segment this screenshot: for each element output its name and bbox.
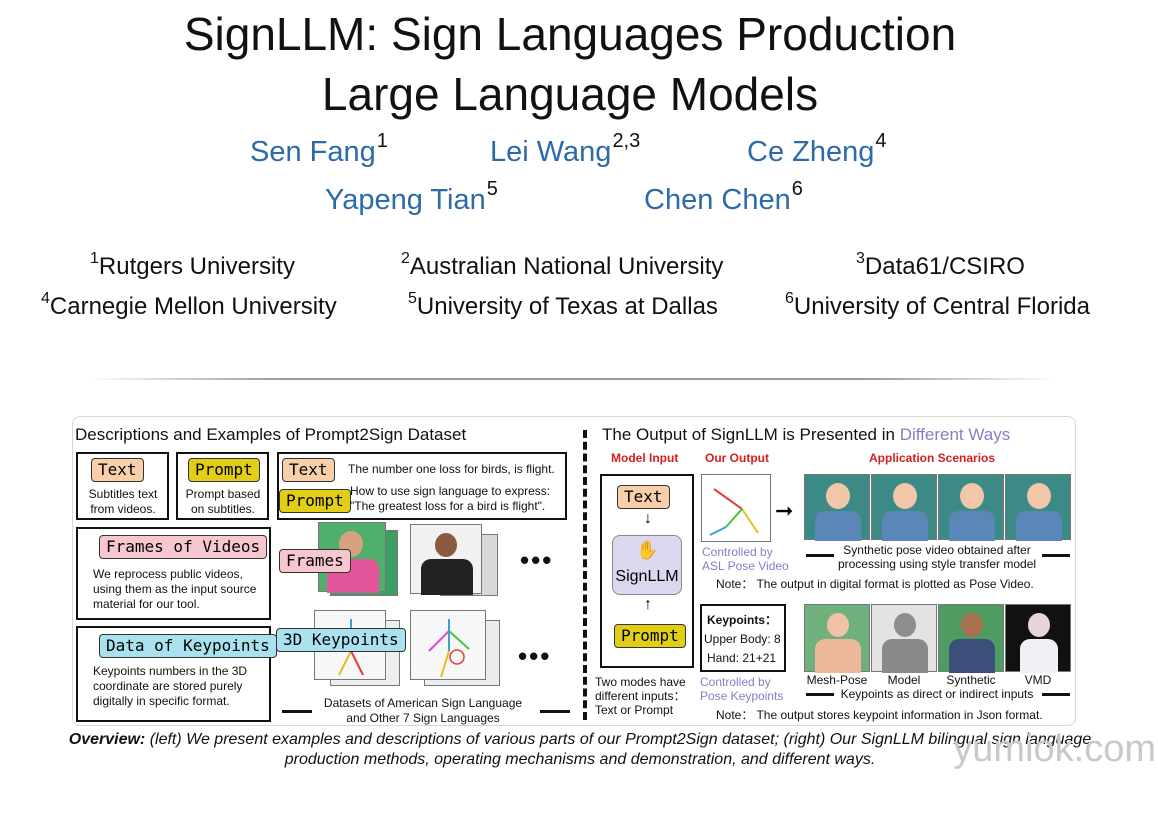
col-model-input: Model Input (611, 451, 679, 465)
hand-count: Hand: 21+21 (707, 651, 777, 665)
scene-label-4: VMD (1024, 673, 1052, 687)
range-bar-right (540, 710, 570, 713)
frames-short-tag: Frames (279, 549, 351, 573)
model-name: SignLLM (615, 568, 679, 585)
pose-skeleton-icon (709, 488, 759, 536)
controlled-asl-1: Controlled by (702, 545, 773, 559)
keypoints-desc: Keypoints numbers in the 3D coordinate a… (93, 664, 248, 708)
synthetic-bar-right (1042, 554, 1070, 557)
hands-icon: ✋ (636, 540, 659, 560)
figure-caption: Overview: (left) We present examples and… (68, 731, 1092, 768)
author-1: Sen Fang1 (250, 130, 388, 168)
keypoints-tag: Data of Keypoints (99, 634, 277, 658)
prompt-desc: Prompt based on subtitles. (185, 487, 261, 516)
arrow-up-icon: ↑ (644, 596, 652, 613)
arrow-down-icon: ↓ (644, 510, 652, 527)
section-divider (88, 378, 1058, 380)
text-example: The number one loss for birds, is flight… (348, 462, 555, 476)
synthetic-frame-1 (804, 474, 870, 541)
affiliation-2: 2Australian National University (401, 250, 724, 280)
affiliation-3: 3Data61/CSIRO (856, 250, 1025, 280)
modes-line-2: different inputs： (595, 689, 686, 703)
modes-line-3: Text or Prompt (595, 703, 674, 717)
video-frame-2 (410, 524, 482, 595)
inputs-bar-left (806, 693, 834, 696)
datasets-line-1: Datasets of American Sign Language (323, 696, 523, 710)
keypoint-frame-2 (410, 610, 486, 680)
keypoints-ellipsis: ••• (518, 641, 552, 671)
scene-vmd (1005, 604, 1071, 673)
synthetic-line-1: Synthetic pose video obtained after (843, 543, 1031, 557)
prompt-example-1: How to use sign language to express: (350, 484, 551, 498)
text-desc: Subtitles text from videos. (88, 487, 158, 516)
frames-desc: We reprocess public videos, using them a… (93, 567, 257, 611)
figure-divider (583, 430, 587, 720)
skeleton-icon (428, 619, 470, 678)
controlled-kp-1: Controlled by (700, 675, 771, 689)
prompt-example-2: "The greatest loss for a bird is flight"… (350, 499, 546, 513)
synthetic-frame-3 (938, 474, 1004, 541)
paper-title-line2: Large Language Models (321, 68, 819, 120)
datasets-line-2: and Other 7 Sign Languages (346, 711, 500, 725)
synthetic-bar-left (806, 554, 834, 557)
text-tag: Text (91, 458, 144, 482)
prompt-tag: Prompt (188, 458, 260, 482)
frames-ellipsis: ••• (520, 545, 554, 575)
paper-title-line1: SignLLM: Sign Languages Production (183, 8, 957, 60)
scene-synthetic (938, 604, 1004, 673)
right-figure-title: The Output of SignLLM is Presented in Di… (602, 425, 1011, 444)
note-digital: Note： The output in digital format is pl… (716, 577, 1034, 591)
author-4: Yapeng Tian5 (325, 178, 498, 216)
keypoints-output-box (700, 604, 786, 672)
scene-label-3: Synthetic (946, 673, 996, 687)
range-bar-left (282, 710, 312, 713)
modes-line-1: Two modes have (595, 675, 686, 689)
frames-tag: Frames of Videos (99, 535, 268, 559)
left-figure-title: Descriptions and Examples of Prompt2Sign… (75, 425, 467, 444)
signllm-model-box (612, 535, 682, 595)
keypoints-short-tag: 3D Keypoints (276, 628, 406, 652)
affiliation-4: 4Carnegie Mellon University (41, 290, 337, 320)
author-3: Ce Zheng4 (747, 130, 887, 168)
keypoints-head: Keypoints： (707, 613, 778, 627)
arrow-right-icon: ➞ (775, 498, 794, 523)
pose-video-frame (701, 474, 771, 542)
input-text-tag: Text (617, 485, 670, 509)
upper-body-count: Upper Body: 8 (704, 632, 781, 646)
watermark: yumiok.com (953, 728, 1156, 770)
col-our-output: Our Output (705, 451, 769, 465)
inputs-bar-right (1042, 693, 1070, 696)
scene-model (871, 604, 937, 673)
author-2: Lei Wang2,3 (490, 130, 641, 168)
synthetic-line-2: processing using style transfer model (837, 557, 1037, 571)
affiliation-5: 5University of Texas at Dallas (408, 290, 718, 320)
col-application: Application Scenarios (869, 451, 996, 465)
note-json: Note： The output stores keypoint informa… (716, 708, 1043, 722)
affiliation-6: 6University of Central Florida (785, 290, 1091, 320)
author-5: Chen Chen6 (644, 178, 803, 216)
affiliation-1: 1Rutgers University (90, 250, 295, 280)
input-prompt-tag: Prompt (614, 624, 686, 648)
controlled-asl-2: ASL Pose Video (702, 559, 789, 573)
synthetic-frame-2 (871, 474, 937, 541)
kp-inputs: Keypoints as direct or indirect inputs (840, 687, 1034, 701)
scene-label-1: Mesh-Pose (806, 673, 868, 687)
example-prompt-tag: Prompt (279, 489, 351, 513)
example-text-tag: Text (282, 458, 335, 482)
synthetic-frame-4 (1005, 474, 1071, 541)
controlled-kp-2: Pose Keypoints (700, 689, 784, 703)
scene-mesh-pose (804, 604, 870, 673)
scene-label-2: Model (887, 673, 921, 687)
